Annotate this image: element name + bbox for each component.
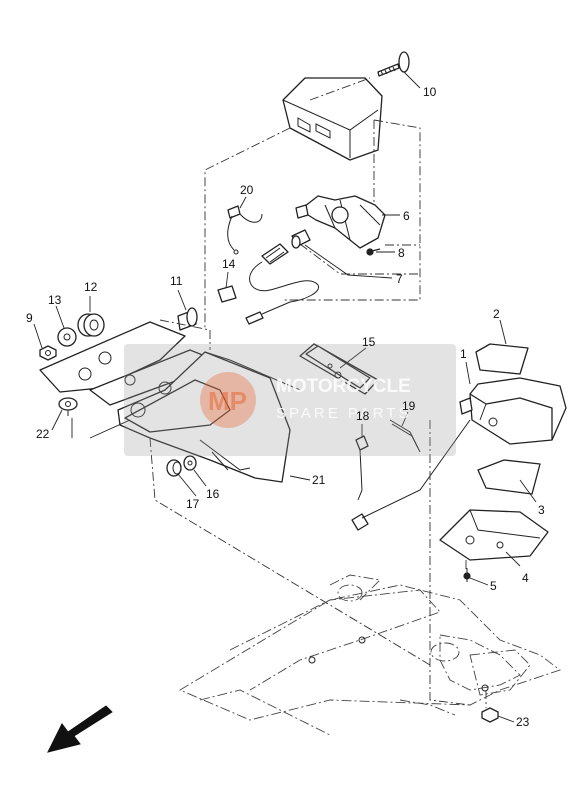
callout-15: 15 bbox=[362, 335, 376, 349]
screw-8 bbox=[366, 248, 381, 256]
callout-13: 13 bbox=[48, 293, 62, 307]
callout-14: 14 bbox=[222, 257, 236, 271]
callout-8: 8 bbox=[398, 246, 405, 260]
watermark-logo-icon bbox=[200, 372, 256, 428]
callout-17: 17 bbox=[186, 497, 200, 511]
callout-16: 16 bbox=[206, 487, 220, 501]
reflector-bracket-1 bbox=[459, 377, 567, 445]
callout-12: 12 bbox=[84, 280, 98, 294]
callout-5: 5 bbox=[490, 579, 497, 593]
callout-3: 3 bbox=[538, 503, 545, 517]
callout-19: 19 bbox=[402, 399, 416, 413]
reflector-housing-4 bbox=[439, 509, 549, 561]
callout-7: 7 bbox=[396, 272, 403, 286]
callout-11: 11 bbox=[170, 274, 183, 288]
bolt-10 bbox=[377, 51, 410, 77]
collar-11 bbox=[177, 307, 198, 331]
collar-17 bbox=[166, 459, 182, 477]
front-direction-arrow bbox=[47, 705, 113, 753]
callout-6: 6 bbox=[403, 209, 410, 223]
pad-14 bbox=[217, 285, 237, 303]
assembly-lines bbox=[149, 119, 487, 708]
washer-13 bbox=[57, 327, 77, 347]
callout-21: 21 bbox=[312, 473, 326, 487]
grommet-12 bbox=[77, 313, 105, 337]
license-lamp-15 bbox=[299, 343, 379, 395]
tail-light-lens bbox=[282, 77, 383, 161]
callout-9: 9 bbox=[26, 311, 33, 325]
washer-16 bbox=[183, 455, 197, 471]
watermark-line-2: SPARE PARTS bbox=[276, 405, 412, 422]
rear-frame bbox=[179, 574, 561, 736]
callout-labels: 10 20 6 8 14 7 11 12 13 9 2 15 1 19 18 2… bbox=[26, 85, 545, 729]
callout-1: 1 bbox=[460, 347, 467, 361]
callout-4: 4 bbox=[522, 571, 529, 585]
nut-23 bbox=[481, 707, 499, 723]
watermark: MP MOTORCYCLE SPARE PARTS bbox=[124, 344, 456, 456]
mud-flap-21 bbox=[117, 351, 301, 483]
nut-9 bbox=[39, 345, 57, 361]
bulb-7 bbox=[291, 229, 311, 249]
callout-23: 23 bbox=[516, 715, 530, 729]
wire-connector-18 bbox=[351, 419, 471, 531]
callout-10: 10 bbox=[423, 85, 437, 99]
socket-cable bbox=[245, 243, 320, 325]
watermark-logo-text: MP bbox=[208, 386, 247, 416]
reflector-2 bbox=[475, 343, 529, 375]
callout-2: 2 bbox=[493, 307, 500, 321]
callout-18: 18 bbox=[356, 409, 370, 423]
socket-housing-6 bbox=[295, 195, 386, 249]
watermark-line-1: MOTORCYCLE bbox=[276, 376, 411, 397]
callout-20: 20 bbox=[240, 183, 254, 197]
callout-22: 22 bbox=[36, 427, 50, 441]
bolt-22 bbox=[58, 397, 78, 416]
screw-5 bbox=[463, 568, 471, 582]
license-bracket bbox=[39, 321, 211, 406]
leader-lines bbox=[33, 71, 537, 723]
wire-lead-20 bbox=[227, 205, 263, 255]
clamp-19 bbox=[389, 419, 421, 453]
reflector-3 bbox=[477, 459, 541, 495]
